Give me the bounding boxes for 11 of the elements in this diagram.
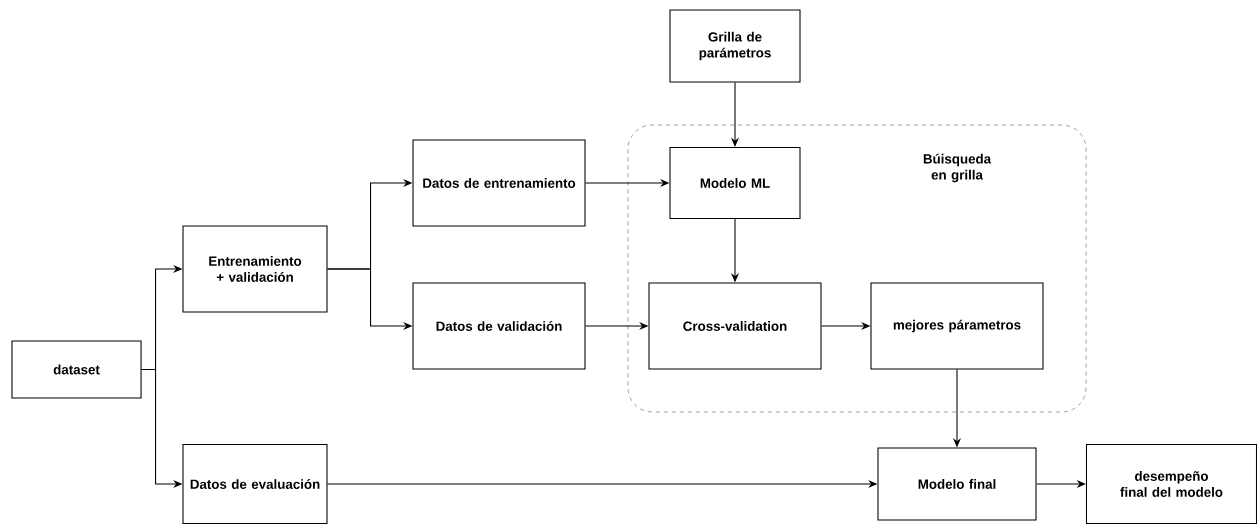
process-box: Entrenamiento + validación (182, 225, 328, 313)
process-box: Datos de entrenamiento (412, 139, 586, 227)
process-box: Cross-validation (648, 282, 822, 370)
process-box: Datos de validación (412, 282, 586, 370)
process-box: Datos de evaluación (182, 444, 328, 524)
process-box: desempeño final del modelo (1085, 444, 1257, 524)
process-box: Modelo ML (669, 147, 801, 219)
process-box: mejores párametros (870, 282, 1044, 370)
process-box: Grilla de parámetros (669, 9, 801, 83)
process-box: dataset (11, 340, 142, 399)
process-box: Modelo final (877, 447, 1037, 521)
